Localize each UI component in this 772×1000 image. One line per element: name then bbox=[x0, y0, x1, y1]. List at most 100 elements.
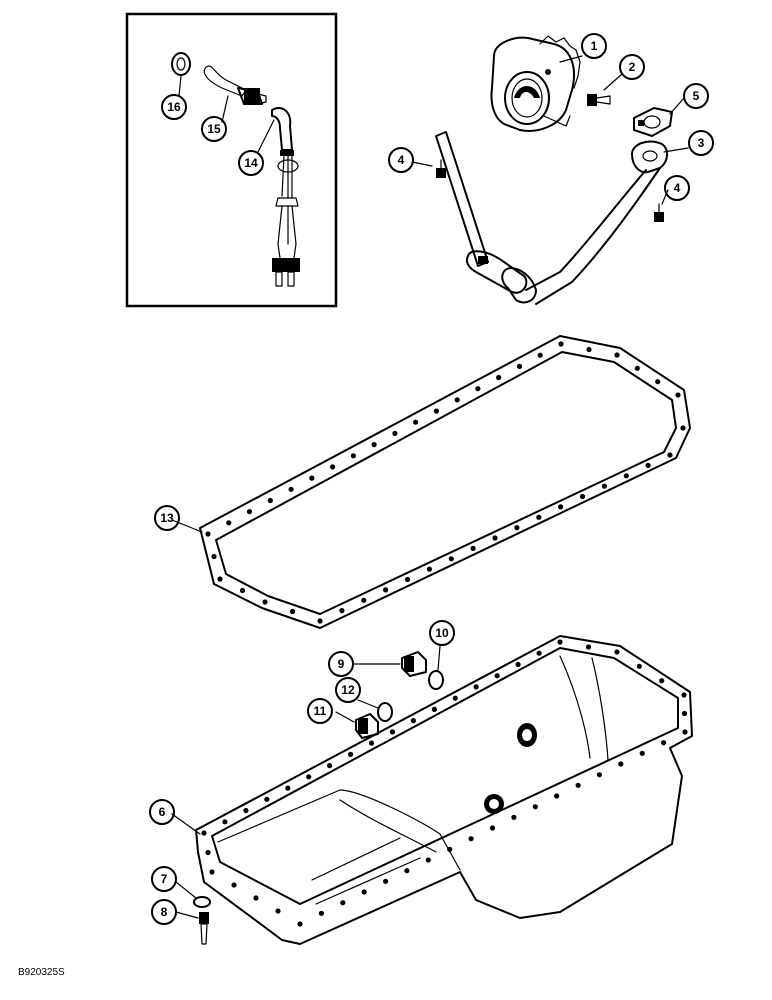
bolt-hole bbox=[655, 379, 661, 385]
bolt-hole bbox=[209, 869, 215, 875]
callout-5: 5 bbox=[683, 83, 709, 109]
bolt-hole bbox=[623, 473, 629, 479]
drain-plug-part-8 bbox=[199, 912, 209, 945]
washer-part-7 bbox=[193, 896, 211, 908]
oil-pan-part bbox=[195, 635, 693, 945]
callout-label: 11 bbox=[314, 704, 327, 718]
bolt-hole bbox=[634, 365, 640, 371]
bolt-hole bbox=[586, 346, 592, 353]
bolt-hole bbox=[537, 352, 543, 358]
bolt-hole bbox=[267, 497, 273, 504]
callout-15: 15 bbox=[201, 116, 227, 142]
callout-label: 4 bbox=[398, 153, 405, 167]
bolt-hole bbox=[309, 475, 315, 481]
bolt-hole bbox=[289, 608, 296, 615]
bolt-hole bbox=[575, 782, 581, 788]
bolt-hole bbox=[536, 514, 542, 520]
bolt-hole bbox=[645, 462, 651, 468]
callout-1: 1 bbox=[581, 33, 607, 59]
callout-label: 8 bbox=[161, 905, 168, 919]
sensor-plug-part bbox=[203, 65, 267, 105]
bolt-hole bbox=[389, 729, 396, 735]
bolt-hole bbox=[447, 846, 453, 852]
bolt-part-2 bbox=[587, 94, 611, 106]
callout-label: 7 bbox=[161, 872, 168, 886]
bolt-hole bbox=[317, 618, 323, 624]
bolt-hole bbox=[681, 710, 688, 717]
bolt-hole bbox=[318, 910, 324, 916]
bolt-hole bbox=[433, 408, 439, 414]
bolt-hole bbox=[448, 556, 454, 562]
oil-level-sender-part bbox=[271, 107, 300, 287]
bolt-hole bbox=[532, 804, 538, 810]
bolt-hole bbox=[205, 849, 211, 856]
callout-label: 6 bbox=[159, 805, 166, 819]
bolt-hole bbox=[426, 566, 432, 572]
bolt-hole bbox=[226, 520, 232, 526]
callout-9: 9 bbox=[328, 651, 354, 677]
pan-bolt-holes bbox=[201, 639, 688, 927]
inset-frame bbox=[125, 12, 338, 308]
bolt-hole bbox=[636, 663, 642, 669]
bolt-hole bbox=[425, 857, 431, 863]
bolt-hole bbox=[339, 608, 345, 614]
bolt-hole bbox=[288, 486, 294, 492]
bolt-hole bbox=[554, 793, 560, 799]
bolt-hole bbox=[473, 684, 479, 690]
callout-label: 16 bbox=[167, 100, 181, 114]
bolt-hole bbox=[361, 889, 367, 895]
bolt-hole bbox=[205, 531, 211, 537]
bolt-hole bbox=[618, 761, 624, 767]
callout-11: 11 bbox=[307, 698, 333, 724]
bolt-hole bbox=[536, 650, 542, 656]
bolt-hole bbox=[371, 442, 377, 448]
bolt-hole bbox=[557, 639, 563, 645]
bolt-hole bbox=[558, 341, 564, 347]
callout-label: 13 bbox=[160, 511, 174, 525]
bolt-hole bbox=[350, 453, 356, 459]
callout-label: 15 bbox=[207, 122, 221, 136]
bolt-hole bbox=[431, 706, 437, 713]
plug-part-11 bbox=[355, 713, 379, 739]
callout-14: 14 bbox=[238, 150, 264, 176]
bolt-hole bbox=[361, 597, 367, 603]
bolt-part-4-left bbox=[436, 159, 446, 178]
bolt-hole bbox=[494, 673, 500, 679]
bolt-hole bbox=[217, 576, 223, 582]
bolt-hole bbox=[404, 576, 411, 583]
bolt-hole bbox=[404, 868, 410, 874]
bolt-hole bbox=[492, 535, 498, 541]
callout-label: 3 bbox=[698, 136, 705, 150]
bolt-hole bbox=[579, 493, 586, 500]
callout-13: 13 bbox=[154, 505, 180, 531]
bolt-hole bbox=[682, 729, 688, 735]
bolt-hole bbox=[243, 807, 249, 814]
bolt-hole bbox=[675, 392, 681, 398]
bolt-hole bbox=[239, 587, 246, 594]
callout-label: 1 bbox=[591, 39, 598, 53]
bolt-hole bbox=[246, 509, 253, 515]
callout-10: 10 bbox=[429, 620, 455, 646]
figure-reference-code: B920325S bbox=[18, 967, 65, 978]
bolt-hole bbox=[340, 900, 346, 906]
suction-tube-part bbox=[435, 131, 668, 305]
seal-part-12 bbox=[377, 702, 393, 722]
bolt-hole bbox=[231, 882, 237, 888]
callout-6: 6 bbox=[149, 799, 175, 825]
bolt-hole bbox=[275, 908, 281, 914]
bolt-hole bbox=[330, 464, 336, 470]
bolt-hole bbox=[496, 374, 502, 381]
bolt-hole bbox=[601, 483, 608, 489]
gasket-bolt-holes bbox=[205, 341, 686, 624]
callout-label: 2 bbox=[629, 60, 636, 74]
callout-8: 8 bbox=[151, 899, 177, 925]
bolt-hole bbox=[661, 740, 667, 746]
bolt-hole bbox=[348, 751, 354, 758]
bolt-hole bbox=[201, 830, 207, 836]
oil-pan-gasket-part bbox=[199, 335, 691, 629]
bolt-hole bbox=[681, 692, 687, 698]
bolt-hole bbox=[468, 836, 474, 842]
bolt-hole bbox=[368, 740, 375, 746]
bolt-hole bbox=[410, 718, 416, 724]
bolt-hole bbox=[639, 750, 645, 756]
